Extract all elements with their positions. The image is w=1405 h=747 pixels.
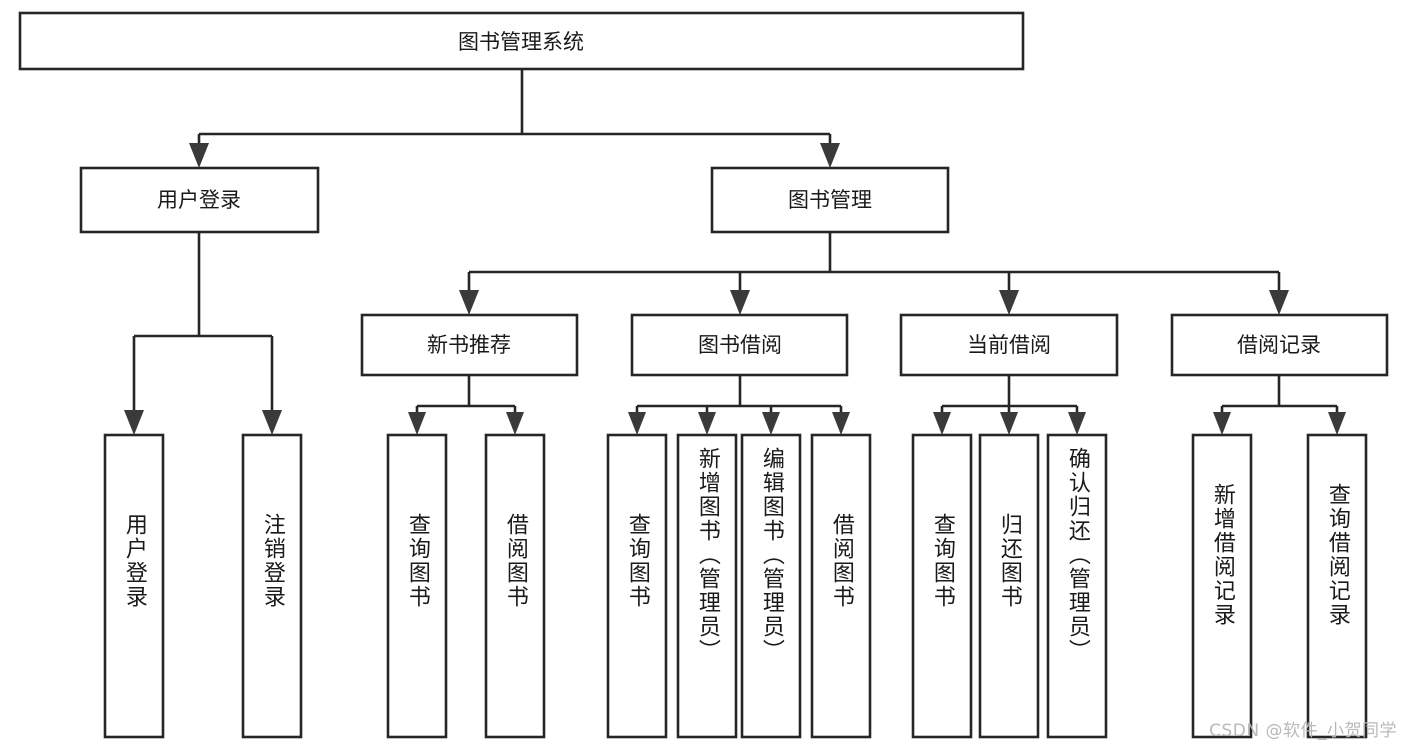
node-book-borrow-label: 图书借阅 bbox=[698, 333, 782, 357]
arrow-to-leaf-confirm-return bbox=[1068, 412, 1086, 435]
node-leaf-query-record-box[interactable] bbox=[1306, 433, 1368, 739]
arrow-to-leaf-return-book bbox=[1000, 412, 1018, 435]
node-borrow-record-label: 借阅记录 bbox=[1237, 333, 1321, 357]
arrow-to-leaf-borrow-book-1 bbox=[506, 412, 524, 435]
node-boxes: 图书管理系统 用户登录 图书管理 新书推荐 图书借阅 当前借阅 借阅记录 bbox=[18, 11, 1389, 739]
arrow-to-leaf-add-record bbox=[1213, 412, 1231, 435]
node-current-borrow-label: 当前借阅 bbox=[967, 333, 1051, 357]
arrowheads bbox=[124, 143, 1346, 435]
node-leaf-borrow-book-1-box[interactable] bbox=[484, 433, 546, 739]
node-leaf-borrow-book-2-box[interactable] bbox=[810, 433, 872, 739]
node-borrow-record-box[interactable] bbox=[1170, 313, 1389, 377]
arrow-to-leaf-add-book bbox=[698, 412, 716, 435]
node-leaf-query-book-3-box[interactable] bbox=[911, 433, 973, 739]
arrow-to-leaf-query-book-1 bbox=[408, 412, 426, 435]
node-leaf-logout-login-box[interactable] bbox=[241, 433, 303, 739]
node-leaf-user-login-box[interactable] bbox=[103, 433, 165, 739]
arrow-to-leaf-edit-book bbox=[762, 412, 780, 435]
node-leaf-return-book-box[interactable] bbox=[978, 433, 1040, 739]
node-leaf-query-book-1-box[interactable] bbox=[386, 433, 448, 739]
node-new-book-recommend-box[interactable] bbox=[360, 313, 579, 377]
node-leaf-add-record-box[interactable] bbox=[1191, 433, 1253, 739]
node-new-book-recommend-label: 新书推荐 bbox=[427, 333, 511, 357]
arrow-to-leaf-user-login bbox=[124, 410, 144, 435]
node-book-borrow-box[interactable] bbox=[630, 313, 849, 377]
arrow-to-leaf-logout-login bbox=[262, 410, 282, 435]
node-leaf-query-book-2-box[interactable] bbox=[606, 433, 668, 739]
arrow-to-leaf-query-book-3 bbox=[933, 412, 951, 435]
arrow-to-newbook bbox=[459, 290, 479, 315]
node-user-login-label: 用户登录 bbox=[157, 188, 241, 212]
node-root-box[interactable] bbox=[18, 11, 1025, 71]
node-leaf-confirm-return-box[interactable] bbox=[1046, 433, 1108, 739]
node-leaf-add-book-box[interactable] bbox=[676, 433, 738, 739]
arrow-to-leaf-query-record bbox=[1328, 412, 1346, 435]
arrow-to-book-manage bbox=[820, 143, 840, 168]
node-book-manage-label: 图书管理 bbox=[788, 188, 872, 212]
arrow-to-bookborrow bbox=[730, 290, 750, 315]
node-user-login-box[interactable] bbox=[79, 166, 320, 234]
arrow-to-user-login bbox=[189, 143, 209, 168]
csdn-watermark: CSDN @软件_小贺同学 bbox=[1209, 721, 1397, 741]
arrow-to-leaf-borrow-book-2 bbox=[832, 412, 850, 435]
node-root-label: 图书管理系统 bbox=[458, 30, 584, 54]
arrow-to-currentborrow bbox=[999, 290, 1019, 315]
arrow-to-borrowrecord bbox=[1269, 290, 1289, 315]
node-book-manage-box[interactable] bbox=[710, 166, 950, 234]
node-current-borrow-box[interactable] bbox=[899, 313, 1119, 377]
node-leaf-edit-book-box[interactable] bbox=[740, 433, 802, 739]
arrow-to-leaf-query-book-2 bbox=[628, 412, 646, 435]
